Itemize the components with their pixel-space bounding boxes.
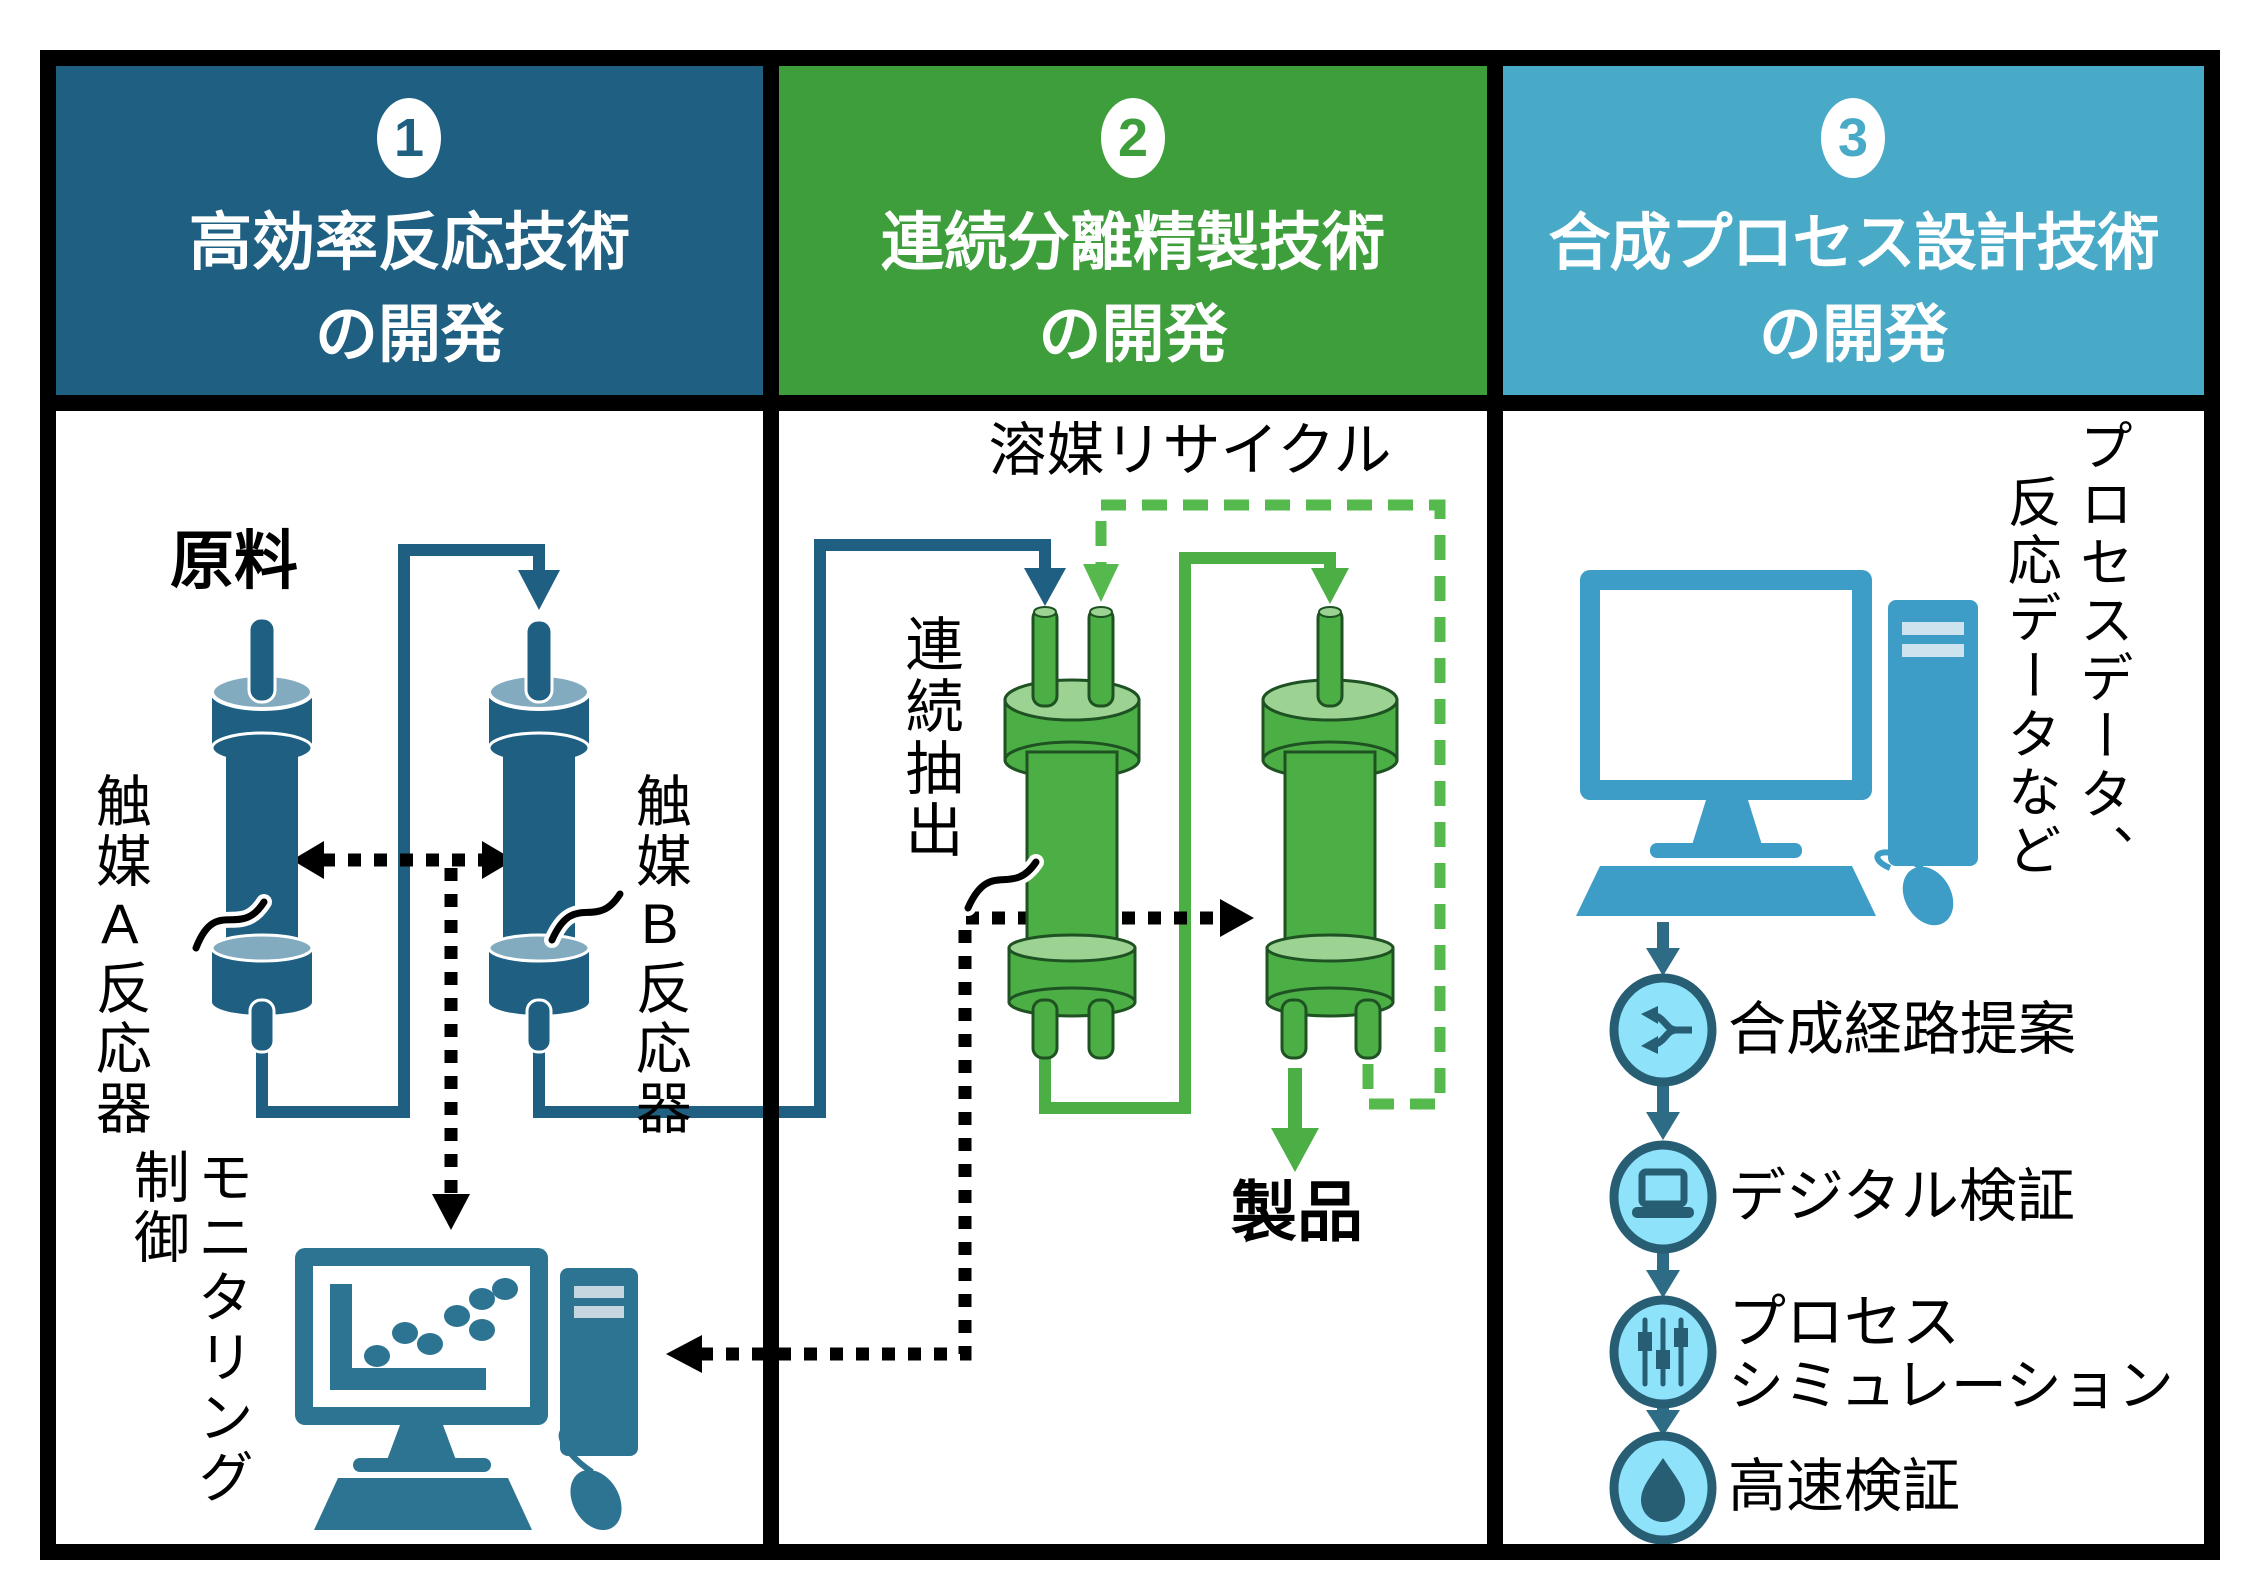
step-label-digital-verification: デジタル検証 [1728,1164,2075,1229]
exchange-dotted-arrow-icon [292,841,514,879]
keyboard-icon [314,1478,532,1530]
tower-icon [1888,600,1978,866]
solvent-recycle-label: 溶媒リサイクル [988,418,1392,483]
frame-borders [40,50,2220,1560]
panel2-subtitle: の開発 [1038,300,1228,370]
continuous-extraction-label: 連続抽出 [896,614,962,862]
panel3-title: 合成プロセス設計技術 [1548,209,2159,278]
solvent-recycle-dashed-loop-icon [1083,499,1446,1110]
keyboard-icon [1576,866,1876,916]
droplet-icon [1609,1431,1717,1545]
product-label: 製品 [1231,1175,1363,1249]
reactor-a-column-icon [210,616,314,1054]
raw-material-label: 原料 [170,525,298,597]
reactor-b-to-extraction-pipe [533,539,1066,1118]
monitoring-label: モニタリング [190,1148,254,1508]
reactor-b-label: 触媒B反応器 [628,772,692,1139]
control-label: 制御 [126,1148,190,1268]
panel1-subtitle: の開発 [315,300,504,370]
laptop-icon [1609,1140,1717,1254]
panel3-subtitle: の開発 [1759,300,1948,370]
step-label-route-proposal: 合成経路提案 [1728,997,2077,1062]
panel3-flow-arrows [1646,922,1680,1436]
reactor-a-label: 触媒A反応器 [88,772,152,1139]
panel3-badge: 3 [1821,98,1885,178]
mouse-icon [1902,866,1954,926]
reactor-b-column-icon [487,618,591,1054]
desktop-computer-icon [1576,570,1978,926]
extraction-column-2-icon [1261,606,1399,1060]
mouse-icon [570,1469,622,1531]
extraction-to-column2-pipe [1039,552,1349,1114]
process-sliders-icon [1609,1295,1717,1409]
product-arrow-icon [1271,1068,1319,1172]
panel2-badge: 2 [1101,98,1165,178]
reactor-a-callout-squiggle [188,894,272,956]
step-label-process-simulation-line2: シミュレーション [1728,1354,2174,1417]
panel1-badge: 1 [377,98,441,178]
scatter-chart-icon [330,1278,518,1390]
monitoring-dotted-arrow-down [432,868,470,1230]
step-label-high-speed-verification: 高速検証 [1728,1454,1961,1519]
step-label-process-simulation-line1: プロセス [1728,1290,1961,1355]
panel2-title: 連続分離精製技術 [881,208,1385,278]
monitoring-control-dotted-path [666,899,1254,1373]
input-data-column-right: プロセスデータ、 [2071,418,2132,882]
extraction-column-1-icon [1003,606,1141,1060]
reactor-b-callout-squiggle [544,886,628,948]
extraction-callout-squiggle [960,854,1044,916]
reactor-a-to-b-pipe [256,544,560,1118]
input-data-column-left: 反応データなど [1999,474,2060,880]
panel1-title: 高効率反応技術 [189,208,630,278]
route-branch-icon [1609,973,1717,1087]
monitoring-computer-icon [295,1248,638,1531]
